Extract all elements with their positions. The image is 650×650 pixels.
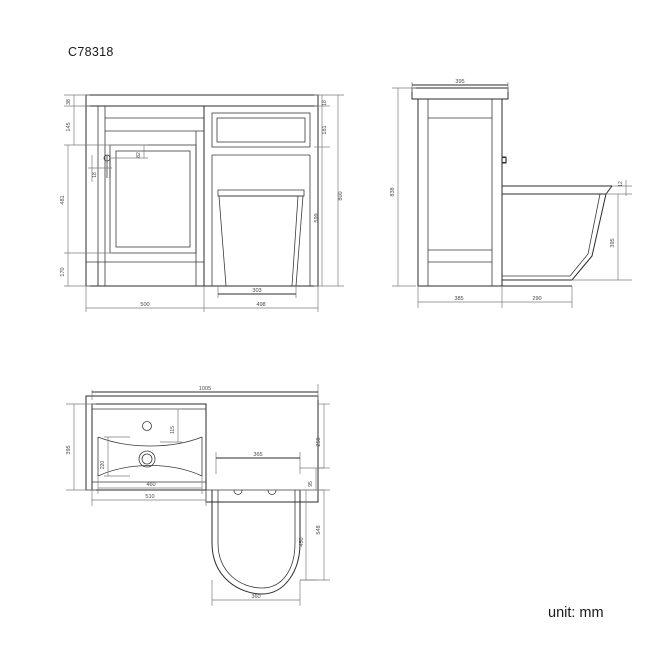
plan-left-dimensions: 395 (66, 403, 96, 491)
side-top-dimensions: 395 (411, 79, 509, 92)
side-elevation-geometry (411, 87, 613, 287)
side-bottom-dimensions: 385 290 (417, 286, 573, 308)
dim-365: 365 (253, 452, 262, 458)
front-elevation-geometry (85, 94, 319, 287)
dim-303: 303 (252, 288, 261, 294)
front-right-dimensions: 18 181 599 800 (314, 94, 344, 287)
dim-360: 360 (251, 594, 260, 600)
side-left-dimensions: 838 (390, 87, 416, 287)
side-right-dimensions: 12 395 (572, 180, 632, 281)
plan-inner-dimensions: 115 220 460 510 (91, 408, 207, 506)
dim-170: 170 (60, 267, 66, 276)
dim-250: 250 (316, 437, 322, 446)
unit-note: unit: mm (548, 605, 604, 621)
dim-1005: 1005 (199, 386, 211, 392)
dim-395-plan: 395 (66, 445, 72, 454)
plan-view-geometry (85, 395, 319, 595)
dim-450: 450 (299, 537, 305, 546)
dim-115: 115 (170, 426, 176, 434)
dim-82: 82 (136, 152, 142, 158)
plan-toilet-dimensions: 365 95 250 450 548 360 (211, 403, 330, 606)
dim-838: 838 (390, 187, 396, 196)
dim-181: 181 (322, 125, 328, 134)
dim-290: 290 (532, 296, 541, 302)
dim-145: 145 (66, 122, 72, 131)
dim-18-right: 18 (322, 100, 328, 106)
dim-800: 800 (338, 191, 344, 200)
dim-38: 38 (66, 99, 72, 105)
front-bottom-dimensions: 303 500 498 (85, 286, 319, 312)
dim-12: 12 (618, 181, 624, 187)
dim-460: 460 (146, 482, 155, 488)
dim-498: 498 (256, 302, 265, 308)
front-inner-dimensions: 82 18 (88, 144, 148, 182)
dim-500: 500 (140, 302, 149, 308)
plan-top-dimensions: 1005 (91, 384, 319, 400)
dim-220: 220 (100, 461, 106, 470)
dim-599: 599 (314, 213, 320, 222)
dim-395-top: 395 (455, 79, 464, 85)
dim-95: 95 (308, 481, 314, 487)
dim-395-right: 395 (610, 238, 616, 247)
dim-481: 481 (60, 195, 66, 204)
dim-385: 385 (454, 296, 463, 302)
dim-510: 510 (145, 494, 154, 500)
dim-548: 548 (316, 525, 322, 534)
page-title: C78318 (68, 45, 114, 59)
dim-18-inner: 18 (92, 172, 98, 178)
